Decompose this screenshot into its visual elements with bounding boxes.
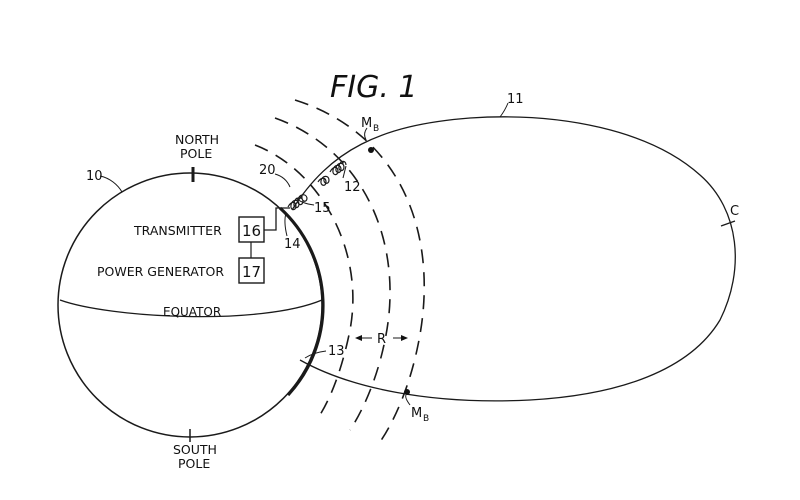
r-arrow-left [355, 335, 362, 341]
leader-12 [342, 165, 347, 179]
r-label: R [377, 332, 386, 347]
numeral-10: 10 [86, 169, 103, 184]
south-pole-label-2: POLE [178, 456, 210, 471]
power-box-number: 17 [242, 263, 261, 281]
helix-packet-near [287, 194, 308, 211]
equator-label: EQUATOR [163, 305, 221, 319]
mirror-point-top-sub: B [373, 124, 379, 134]
leader-11 [499, 102, 509, 118]
transmitter-box-number: 16 [242, 222, 261, 240]
leader-20 [274, 173, 291, 188]
c-label: C [730, 204, 739, 219]
transmitter-label: TRANSMITTER [133, 223, 222, 238]
leader-13 [304, 350, 327, 359]
mirror-point-bottom-label: M [411, 406, 422, 421]
numeral-20: 20 [259, 163, 276, 178]
antenna-lead [264, 207, 290, 231]
leader-10 [99, 175, 123, 193]
power-generator-label: POWER GENERATOR [97, 264, 224, 279]
earth-foot-arc [278, 206, 325, 397]
numeral-13: 13 [328, 344, 345, 359]
leader-mb-bottom [405, 394, 411, 406]
leader-15 [295, 197, 315, 206]
mirror-point-bottom [404, 389, 410, 395]
numeral-14: 14 [284, 237, 301, 252]
wavefront-arc-outer [294, 99, 425, 443]
mirror-point-top [368, 147, 374, 153]
north-pole-label-1: NORTH [175, 132, 219, 147]
field-line-loop [291, 116, 736, 402]
helix-packet-mid [317, 175, 330, 186]
equator-line [59, 299, 323, 318]
figure-title: FIG. 1 [330, 70, 418, 105]
wavefront-arc-inner [254, 144, 354, 419]
leader-mb-top [364, 127, 368, 141]
north-pole-label-2: POLE [180, 146, 212, 161]
wavefront-arc-middle [274, 117, 391, 431]
south-pole-label-1: SOUTH [173, 442, 217, 457]
numeral-12: 12 [344, 180, 361, 195]
r-arrow-right [401, 335, 408, 341]
numeral-15: 15 [314, 201, 331, 216]
leader-14 [284, 212, 288, 237]
numeral-11: 11 [507, 92, 524, 107]
mirror-point-bottom-sub: B [423, 414, 429, 424]
c-tick [720, 220, 736, 227]
mirror-point-top-label: M [361, 116, 372, 131]
helix-packet-far [329, 160, 347, 176]
